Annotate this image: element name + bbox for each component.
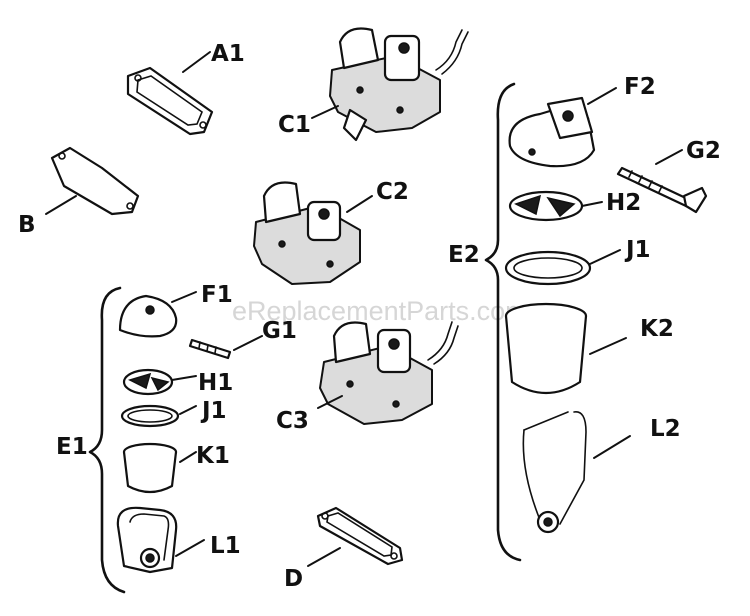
- label-b: B: [18, 212, 36, 238]
- bracket-e1: [88, 286, 126, 594]
- label-d: D: [284, 566, 303, 592]
- leader-g2: [655, 149, 683, 165]
- gasket-j1-left[interactable]: [120, 404, 180, 428]
- leader-h1: [171, 375, 197, 381]
- bracket-e2: [484, 82, 522, 562]
- bail-assembly-l2[interactable]: [522, 411, 587, 534]
- leader-h2: [581, 201, 603, 207]
- label-k1: K1: [196, 443, 230, 469]
- needle-valve-g2[interactable]: [616, 166, 708, 214]
- fuel-pump-c1[interactable]: [329, 27, 469, 142]
- leader-a1: [182, 51, 211, 73]
- leader-b: [45, 195, 77, 215]
- fuel-pump-c3[interactable]: [319, 321, 459, 425]
- label-e1: E1: [56, 434, 88, 460]
- screen-h1[interactable]: [122, 368, 174, 396]
- label-f2: F2: [624, 74, 656, 100]
- sediment-bowl-k1[interactable]: [122, 442, 178, 494]
- leader-j1-right: [589, 249, 621, 265]
- gasket-d[interactable]: [316, 506, 404, 566]
- leader-g1: [233, 335, 263, 351]
- label-e2: E2: [448, 242, 480, 268]
- gasket-a1[interactable]: [126, 66, 214, 136]
- screen-h2[interactable]: [508, 190, 584, 222]
- leader-c2: [346, 195, 373, 213]
- sediment-bowl-cover-f1[interactable]: [118, 294, 178, 338]
- bail-assembly-l1[interactable]: [116, 506, 178, 574]
- leader-j1-left: [179, 405, 197, 415]
- gasket-b[interactable]: [50, 146, 140, 216]
- sediment-bowl-k2[interactable]: [504, 302, 588, 394]
- label-h2: H2: [606, 190, 641, 216]
- label-f1: F1: [201, 282, 233, 308]
- label-a1: A1: [211, 41, 245, 67]
- leader-f1: [171, 291, 197, 303]
- leader-f2: [587, 87, 617, 105]
- label-k2: K2: [640, 316, 674, 342]
- label-j1-right: J1: [624, 237, 651, 263]
- watermark: eReplacementParts.com: [232, 296, 528, 326]
- leader-c3: [317, 395, 343, 409]
- leader-l2: [593, 435, 631, 459]
- leader-c1: [311, 105, 339, 119]
- label-j1-left: J1: [200, 398, 227, 424]
- leader-k1: [179, 451, 197, 463]
- leader-d: [307, 547, 341, 567]
- label-l1: L1: [210, 533, 241, 559]
- gasket-j1-right[interactable]: [504, 250, 592, 286]
- label-l2: L2: [650, 416, 681, 442]
- leader-l1: [175, 539, 205, 557]
- label-c2: C2: [376, 179, 409, 205]
- leader-k2: [589, 337, 627, 355]
- label-c3: C3: [276, 408, 309, 434]
- stud-g1[interactable]: [188, 338, 232, 360]
- fuel-pump-c2[interactable]: [253, 181, 361, 285]
- sediment-bowl-cover-f2[interactable]: [508, 96, 596, 168]
- label-g2: G2: [686, 138, 721, 164]
- label-c1: C1: [278, 112, 311, 138]
- label-h1: H1: [198, 370, 233, 396]
- label-g1: G1: [262, 318, 297, 344]
